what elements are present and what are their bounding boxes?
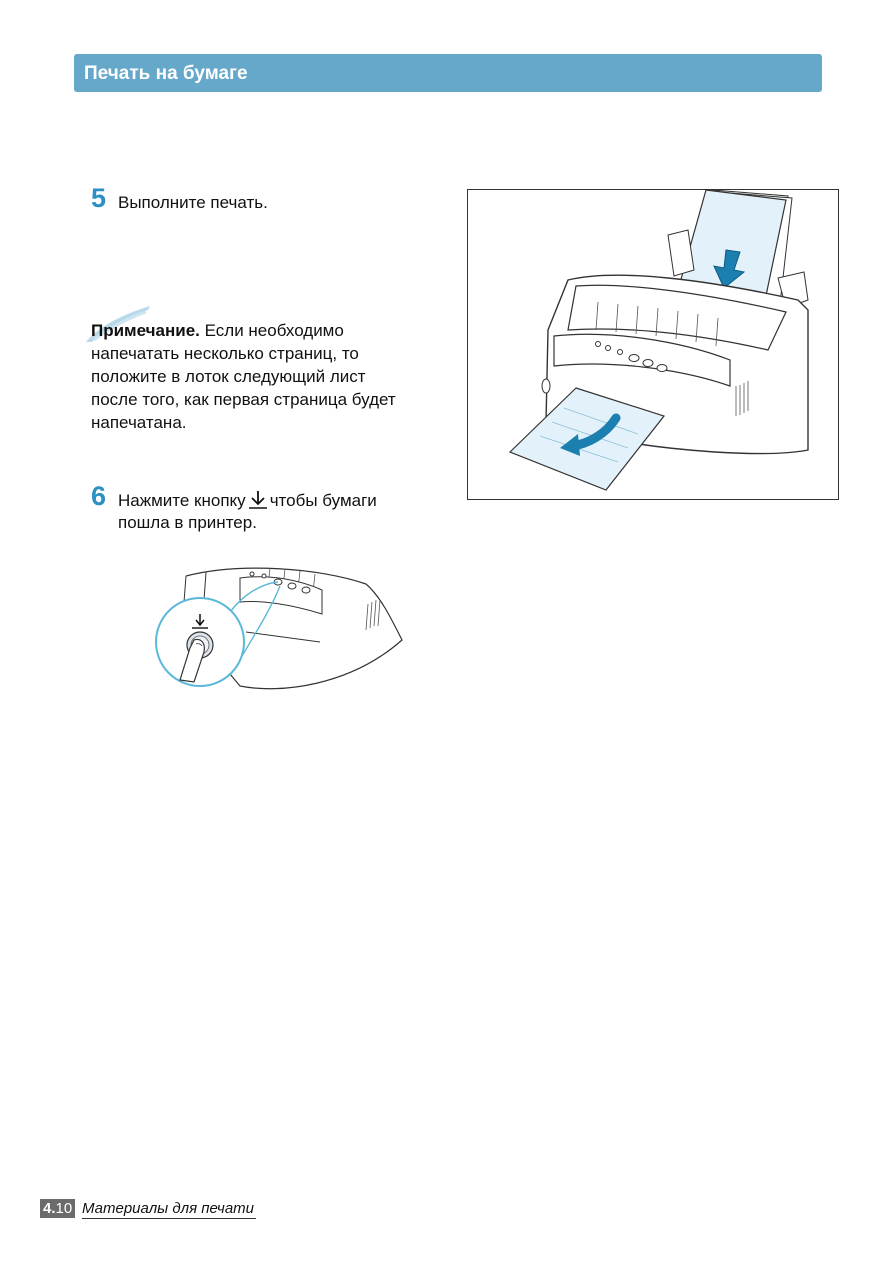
chapter-title: Материалы для печати bbox=[82, 1200, 256, 1219]
note-line-4: после того, как первая страница будет bbox=[91, 390, 396, 409]
note-line-3: положите в лоток следующий лист bbox=[91, 367, 366, 386]
step-5-number: 5 bbox=[91, 183, 107, 213]
note-line-1: Если необходимо bbox=[204, 321, 344, 340]
paper-feed-button-icon bbox=[248, 491, 267, 509]
note-brush-icon bbox=[86, 306, 150, 342]
note-line-2: напечатать несколько страниц, то bbox=[91, 344, 359, 363]
press-button-illustration bbox=[155, 567, 403, 690]
step-6-line-2: пошла в принтер. bbox=[118, 513, 257, 532]
page-number: 4.10 bbox=[40, 1199, 76, 1218]
step-6-text: Нажмите кнопку чтобы бумаги пошла в принт… bbox=[118, 489, 438, 534]
section-header-bar: Печать на бумаге bbox=[74, 54, 822, 92]
section-title: Печать на бумаге bbox=[84, 63, 248, 84]
step-6-text-after: чтобы бумаги bbox=[269, 491, 377, 510]
note-label: Примечание. bbox=[91, 321, 200, 340]
step-6-number: 6 bbox=[91, 481, 107, 511]
printer-illustration-frame bbox=[467, 189, 839, 500]
step-6-text-before: Нажмите кнопку bbox=[118, 491, 246, 510]
note-block: Примечание. Если необходимо напечатать н… bbox=[91, 319, 451, 434]
printer-loading-paper-illustration bbox=[508, 189, 809, 491]
step-5-text: Выполните печать. bbox=[118, 193, 268, 212]
note-line-5: напечатана. bbox=[91, 413, 187, 432]
